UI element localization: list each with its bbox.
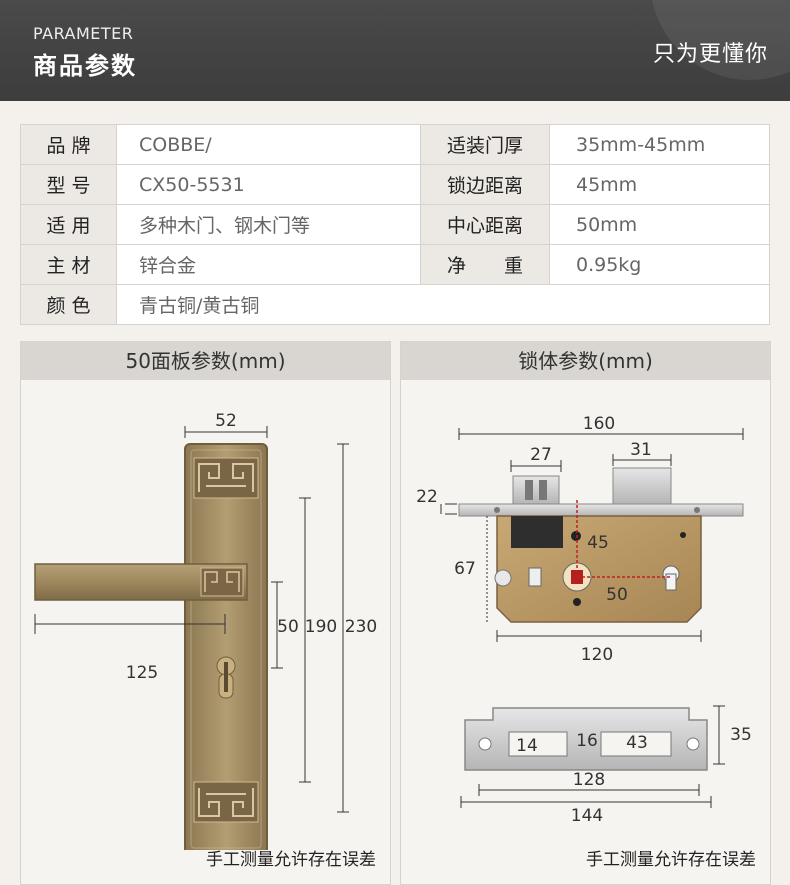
header-slogan: 只为更懂你 <box>652 42 768 67</box>
table-row: 主 材 锌合金 净 重 0.95kg <box>20 244 770 285</box>
bottom-pattern-fret <box>198 788 254 817</box>
table-row: 适 用 多种木门、钢木门等 中心距离 50mm <box>20 204 770 245</box>
param-label: 主 材 <box>20 244 117 285</box>
param-value: 0.95kg <box>549 244 770 285</box>
param-label: 颜 色 <box>20 284 117 325</box>
table-row: 型 号 CX50-5531 锁边距离 45mm <box>20 164 770 205</box>
param-label: 适 用 <box>20 204 117 245</box>
measurement-note: 手工测量允许存在误差 <box>206 850 376 870</box>
dim-label-s14: 14 <box>516 736 538 756</box>
dim-label-s35: 35 <box>730 725 752 745</box>
param-value: 多种木门、钢木门等 <box>116 204 421 245</box>
param-label: 型 号 <box>20 164 117 205</box>
cylinder-slot <box>665 573 677 591</box>
latch-bolt <box>612 467 672 505</box>
param-value: 锌合金 <box>116 244 421 285</box>
faceplate <box>458 503 744 517</box>
header-title: 商品参数 <box>33 52 137 80</box>
param-value: 青古铜/黄古铜 <box>116 284 770 325</box>
dim-label-s144: 144 <box>571 806 603 826</box>
param-label: 中心距离 <box>420 204 550 245</box>
dim-label-height: 67 <box>454 559 476 579</box>
dim-label-a: 27 <box>530 445 552 465</box>
dim-label-total: 230 <box>345 617 377 637</box>
strike-screw-hole <box>686 737 700 751</box>
lever-pattern-fret <box>204 571 240 592</box>
param-value: COBBE/ <box>116 124 421 165</box>
header-english-title: PARAMETER <box>33 24 134 43</box>
table-row: 颜 色 青古铜/黄古铜 <box>20 284 770 325</box>
panel-title: 50面板参数(mm) <box>21 342 390 380</box>
dim-label-handle: 125 <box>126 663 158 683</box>
case-hole <box>680 532 686 538</box>
lock-body-diagram: 160 27 31 22 <box>416 414 752 826</box>
param-value: 45mm <box>549 164 770 205</box>
case-hole <box>573 598 581 606</box>
param-value: 35mm-45mm <box>549 124 770 165</box>
dim-label-width: 52 <box>215 411 237 431</box>
dim-label-thick: 22 <box>416 487 438 507</box>
dim-label-backset: 45 <box>587 533 609 553</box>
latch-cam <box>494 569 512 587</box>
case-hole <box>571 531 581 541</box>
dead-bolt <box>512 475 560 505</box>
param-label: 锁边距离 <box>420 164 550 205</box>
measurement-note: 手工测量允许存在误差 <box>586 850 756 870</box>
parameter-table: 品 牌 COBBE/ 适装门厚 35mm-45mm 型 号 CX50-5531 … <box>20 124 770 325</box>
dim-label-s16: 16 <box>576 731 598 751</box>
strike-hole-small <box>508 731 568 757</box>
keyway <box>224 662 228 692</box>
backplate <box>184 443 268 850</box>
dead-bolt-slot <box>539 480 547 500</box>
dim-label-body: 120 <box>581 645 613 665</box>
dim-label-mid: 190 <box>305 617 337 637</box>
bolt-mechanism <box>511 516 563 548</box>
param-label: 品 牌 <box>20 124 117 165</box>
dim-label-s128: 128 <box>573 770 605 790</box>
dim-label-center: 50 <box>277 617 299 637</box>
lock-body-panel: 锁体参数(mm) 160 27 31 <box>400 341 771 885</box>
page-header: PARAMETER 商品参数 只为更懂你 <box>0 0 790 101</box>
panel-title: 锁体参数(mm) <box>401 342 770 380</box>
dim-label-s43: 43 <box>626 733 648 753</box>
backplate-inner-border <box>190 449 262 849</box>
param-label: 净 重 <box>420 244 550 285</box>
param-value: 50mm <box>549 204 770 245</box>
dim-label-center: 50 <box>606 585 628 605</box>
top-pattern-fret <box>198 463 254 492</box>
param-label: 适装门厚 <box>420 124 550 165</box>
param-value: CX50-5531 <box>116 164 421 205</box>
spring-block <box>528 567 542 587</box>
dim-label-b: 31 <box>630 440 652 460</box>
screw-hole <box>494 507 500 513</box>
panel-dimensions-panel: 50面板参数(mm) 52 <box>20 341 391 885</box>
table-row: 品 牌 COBBE/ 适装门厚 35mm-45mm <box>20 124 770 165</box>
screw-hole <box>694 507 700 513</box>
strike-hole-large <box>600 731 672 757</box>
handle-diagram: 52 125 50 190 <box>34 411 377 850</box>
dim-label-total: 160 <box>583 414 615 434</box>
dead-bolt-slot <box>525 480 533 500</box>
strike-screw-hole <box>478 737 492 751</box>
